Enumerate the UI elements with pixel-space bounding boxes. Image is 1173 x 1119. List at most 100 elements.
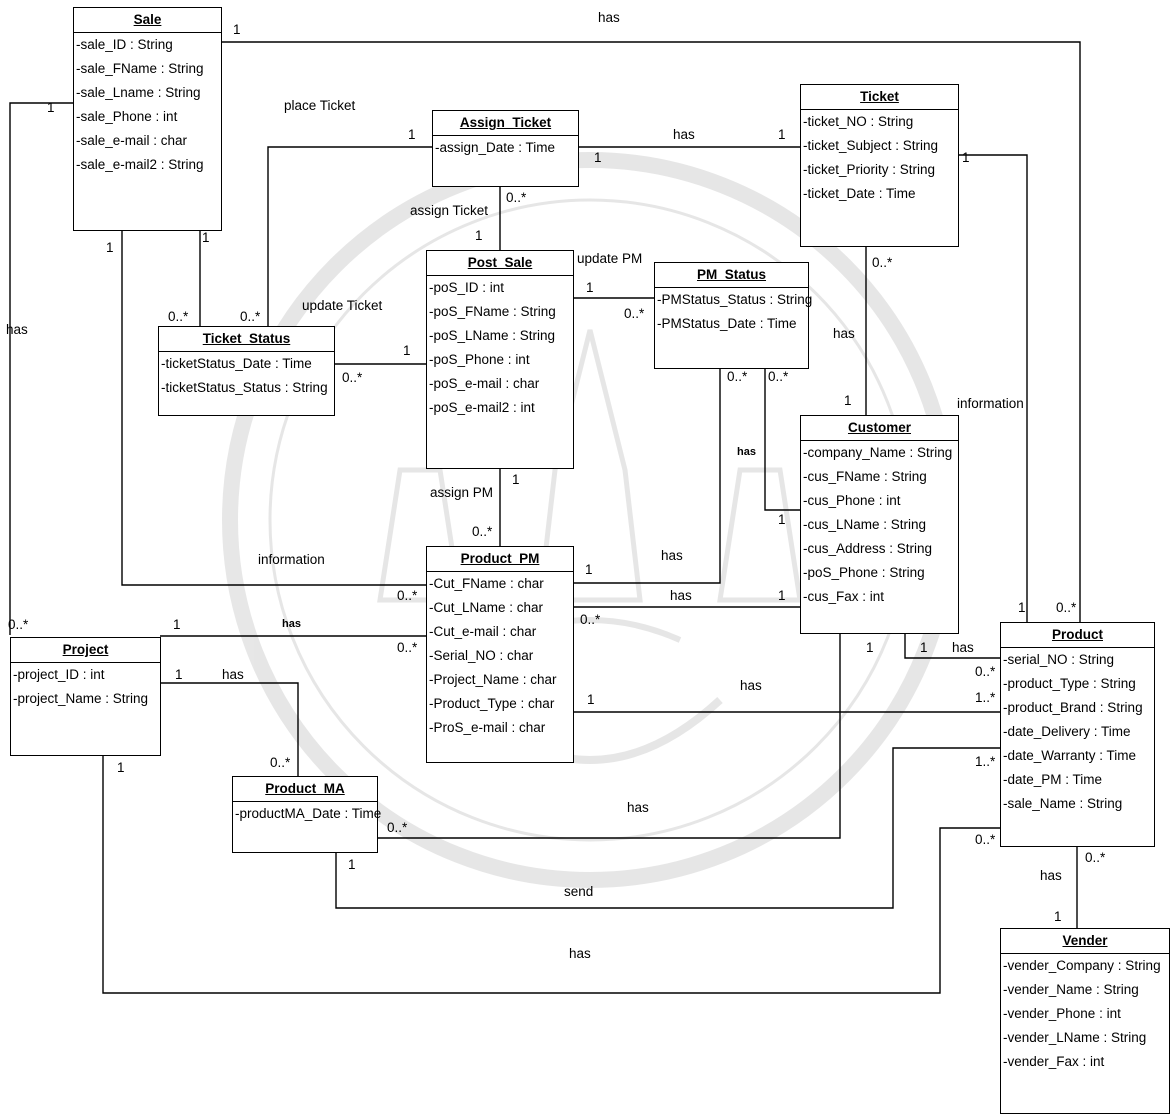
multiplicity-label: 1 [866,640,874,655]
class-attribute: -ProS_e-mail : char [427,716,573,740]
multiplicity-label: 0..* [8,617,28,632]
class-title: Product_MA [233,777,377,802]
multiplicity-label: 0..* [580,612,600,627]
multiplicity-label: 0..* [975,664,995,679]
class-attribute: -cus_Address : String [801,537,958,561]
class-attribute: -poS_Phone : String [801,561,958,585]
class-pm-status: PM_Status -PMStatus_Status : String -PMS… [654,262,809,369]
class-attribute: -cus_LName : String [801,513,958,537]
class-attribute: -Cut_e-mail : char [427,620,573,644]
class-attribute: -poS_ID : int [427,276,573,300]
class-attribute: -vender_Fax : int [1001,1050,1169,1074]
multiplicity-label: 0..* [624,306,644,321]
class-title: Product [1001,623,1154,648]
class-attribute: -ticket_Subject : String [801,134,958,158]
multiplicity-label: 1 [173,617,181,632]
multiplicity-label: 1 [175,667,183,682]
multiplicity-label: 0..* [240,309,260,324]
assoc-label: has [1040,868,1062,883]
assoc-label: update Ticket [302,298,382,313]
class-customer: Customer -company_Name : String -cus_FNa… [800,415,959,634]
class-attribute: -Product_Type : char [427,692,573,716]
multiplicity-label: 0..* [975,832,995,847]
assoc-label: send [564,884,593,899]
multiplicity-label: 1 [202,230,210,245]
class-attribute: -PMStatus_Status : String [655,288,808,312]
multiplicity-label: 1 [408,127,416,142]
class-attribute: -cus_FName : String [801,465,958,489]
multiplicity-label: 0..* [506,190,526,205]
multiplicity-label: 1 [348,857,356,872]
class-attribute: -serial_NO : String [1001,648,1154,672]
class-attribute: -ticketStatus_Date : Time [159,352,334,376]
class-attribute: -project_Name : String [11,687,160,711]
assoc-label: has [661,548,683,563]
multiplicity-label: 1 [920,640,928,655]
class-attribute: -project_ID : int [11,663,160,687]
class-title: Ticket [801,85,958,110]
class-attribute: -poS_LName : String [427,324,573,348]
class-attribute: -vender_Phone : int [1001,1002,1169,1026]
class-attribute: -company_Name : String [801,441,958,465]
multiplicity-label: 0..* [397,588,417,603]
multiplicity-label: 0..* [872,255,892,270]
class-attribute: -Project_Name : char [427,668,573,692]
class-attribute: -product_Brand : String [1001,696,1154,720]
class-attribute: -PMStatus_Date : Time [655,312,808,336]
class-title: Sale [74,8,221,33]
class-product: Product -serial_NO : String -product_Typ… [1000,622,1155,847]
multiplicity-label: 1 [475,228,483,243]
multiplicity-label: 1 [594,150,602,165]
assoc-label: has [627,800,649,815]
assoc-label: information [258,552,325,567]
multiplicity-label: 0..* [727,369,747,384]
class-attribute: -ticketStatus_Status : String [159,376,334,400]
class-attribute: -sale_Name : String [1001,792,1154,816]
assoc-label: has [598,10,620,25]
class-attribute: -sale_FName : String [74,57,221,81]
assoc-label: has [222,667,244,682]
assoc-label: has [673,127,695,142]
class-attribute: -ticket_Priority : String [801,158,958,182]
class-sale: Sale -sale_ID : String -sale_FName : Str… [73,7,222,231]
class-title: Assign_Ticket [433,111,578,136]
assoc-label: update PM [577,251,642,266]
multiplicity-label: 0..* [1085,850,1105,865]
multiplicity-label: 1 [403,343,411,358]
class-attribute: -Serial_NO : char [427,644,573,668]
class-post-sale: Post_Sale -poS_ID : int -poS_FName : Str… [426,250,574,469]
multiplicity-label: 0..* [270,755,290,770]
class-attribute: -poS_Phone : int [427,348,573,372]
multiplicity-label: 0..* [342,370,362,385]
multiplicity-label: 1 [585,562,593,577]
multiplicity-label: 1 [778,512,786,527]
class-attribute: -poS_e-mail2 : int [427,396,573,420]
class-product-ma: Product_MA -productMA_Date : Time [232,776,378,853]
assoc-label: has [569,946,591,961]
assoc-productma-product [336,748,1000,908]
class-title: Project [11,638,160,663]
class-attribute: -date_Warranty : Time [1001,744,1154,768]
multiplicity-label: 1 [1054,909,1062,924]
class-attribute: -poS_e-mail : char [427,372,573,396]
assoc-label: has [282,618,301,630]
class-attribute: -sale_Phone : int [74,105,221,129]
multiplicity-label: 0..* [1056,600,1076,615]
class-attribute: -date_PM : Time [1001,768,1154,792]
class-attribute: -sale_ID : String [74,33,221,57]
class-attribute: -productMA_Date : Time [233,802,377,826]
assoc-label: has [737,446,756,458]
class-ticket: Ticket -ticket_NO : String -ticket_Subje… [800,84,959,247]
class-title: Customer [801,416,958,441]
assoc-label: has [740,678,762,693]
assoc-label: has [670,588,692,603]
class-title: Product_PM [427,547,573,572]
class-attribute: -vender_LName : String [1001,1026,1169,1050]
multiplicity-label: 0..* [768,369,788,384]
class-title: PM_Status [655,263,808,288]
multiplicity-label: 1 [106,240,114,255]
class-attribute: -vender_Name : String [1001,978,1169,1002]
class-attribute: -ticket_NO : String [801,110,958,134]
assoc-sale-project [10,103,73,635]
assoc-label: assign PM [430,485,493,500]
